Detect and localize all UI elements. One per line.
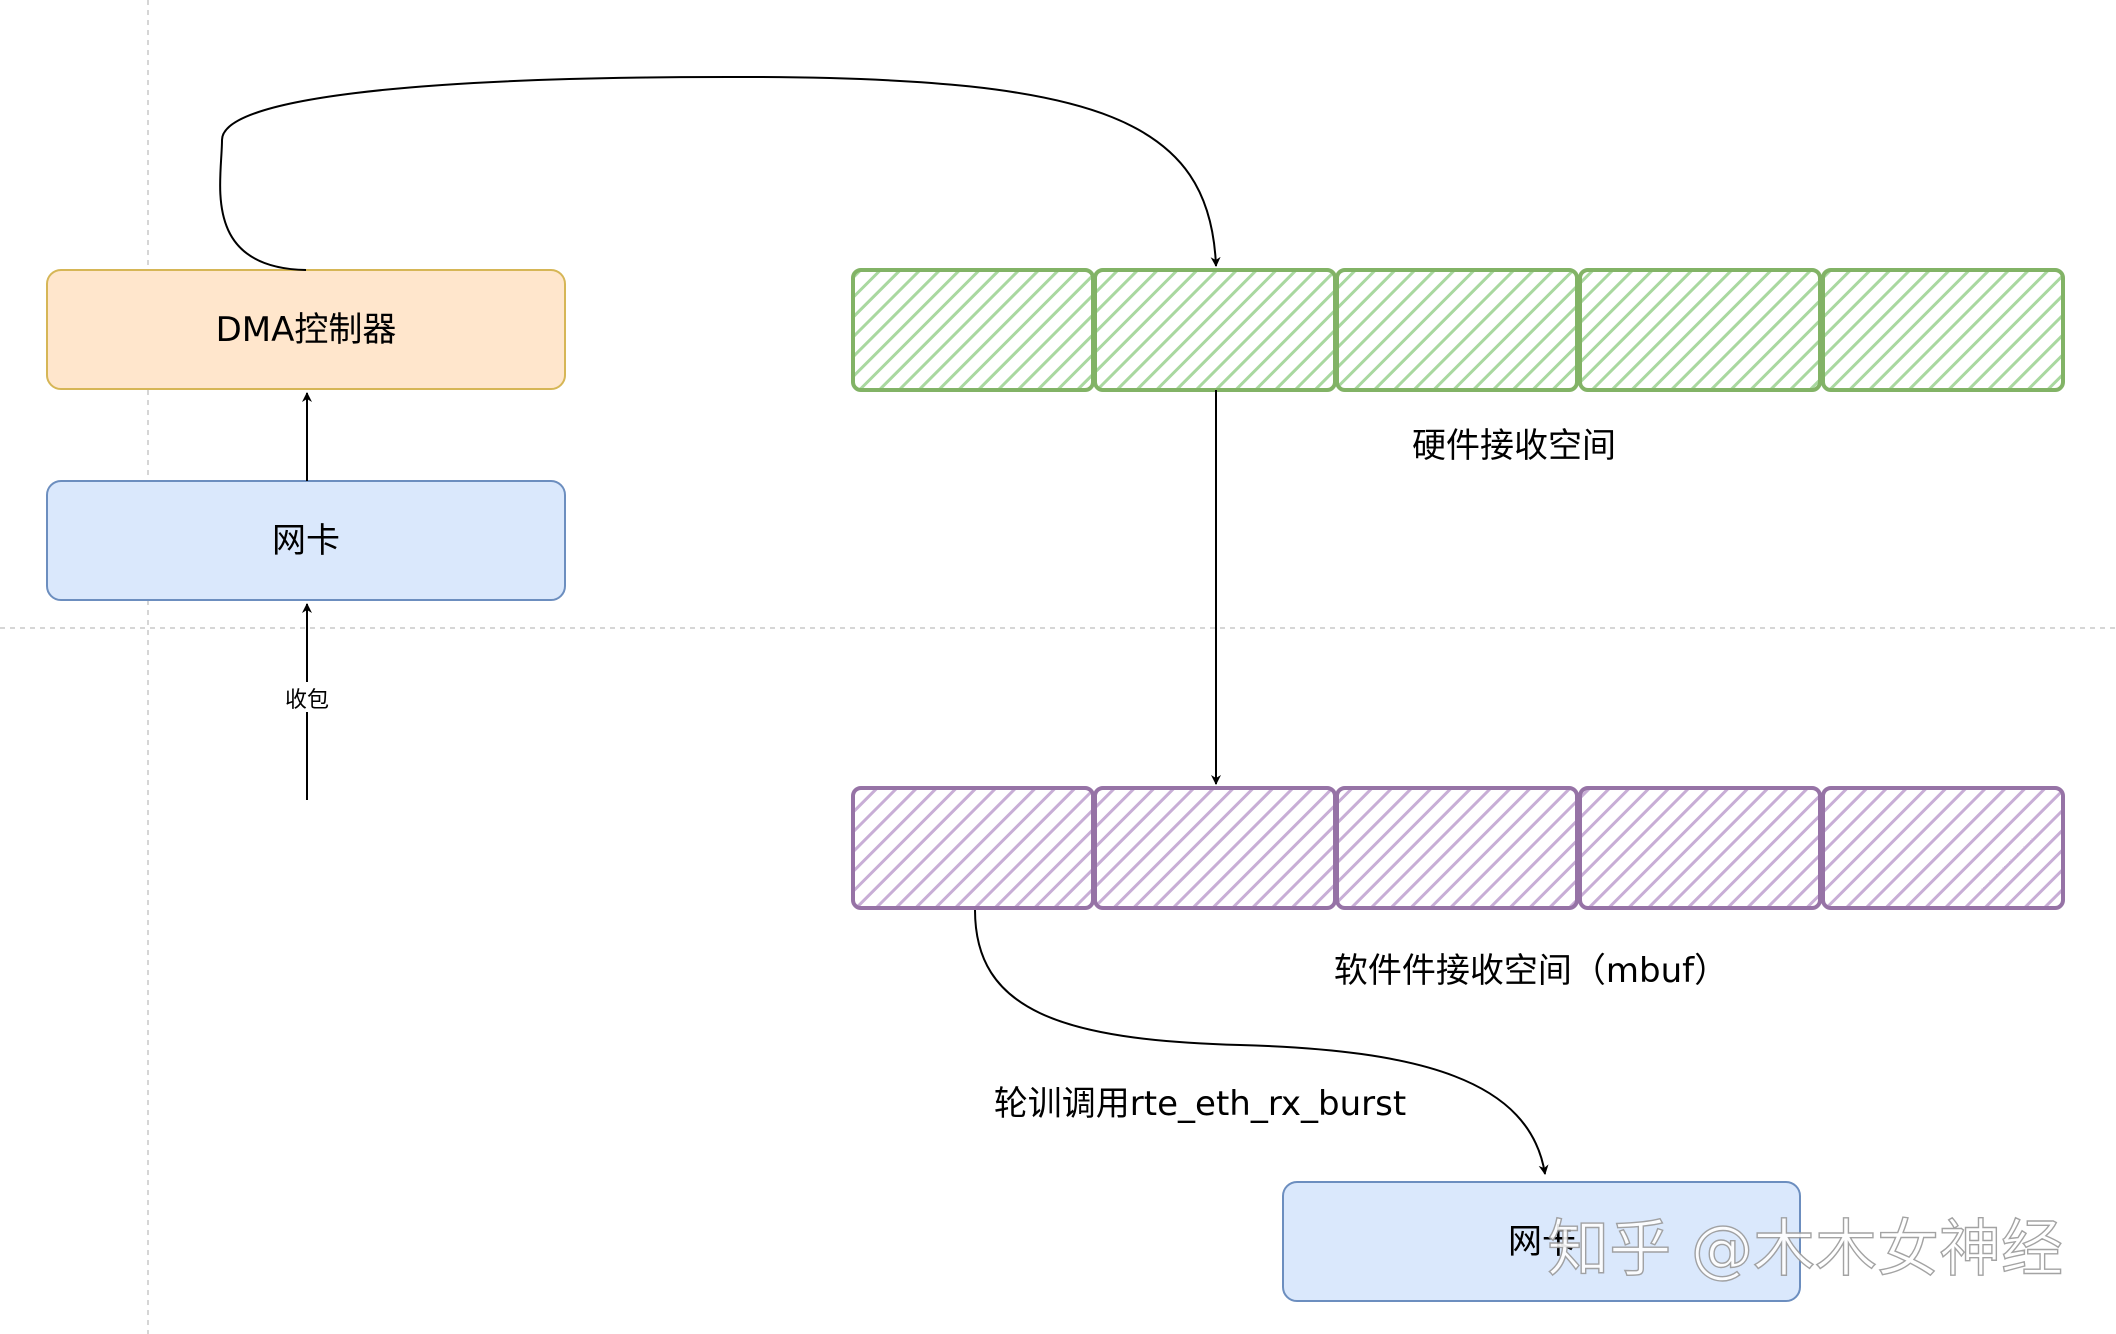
software-receive-buffer bbox=[851, 786, 2065, 910]
software-buffer-label: 软件件接收空间（mbuf） bbox=[1334, 951, 1728, 991]
receive-packet-label-bg bbox=[280, 682, 334, 712]
hardware-buffer-cell-3 bbox=[1335, 268, 1579, 392]
software-buffer-cell-2 bbox=[1093, 786, 1337, 910]
poll-rx-burst-arrow bbox=[974, 909, 1549, 1175]
hardware-buffer-cell-5 bbox=[1821, 268, 2065, 392]
zhihu-watermark: 知乎 @木木女神经 bbox=[1547, 1212, 2063, 1285]
poll-rx-burst-label: 轮训调用rte_eth_rx_burst bbox=[994, 1084, 1406, 1124]
software-buffer-cell-4 bbox=[1578, 786, 1822, 910]
dma-controller-label: DMA控制器 bbox=[216, 310, 397, 350]
software-buffer-cell-5 bbox=[1821, 786, 2065, 910]
nic-label-bottom: 网卡 bbox=[1508, 1222, 1576, 1262]
nic-box-bottom[interactable] bbox=[1282, 1181, 1801, 1302]
receive-packet-label: 收包 bbox=[285, 688, 329, 713]
software-buffer-cell-1 bbox=[851, 786, 1095, 910]
hardware-buffer-cell-4 bbox=[1578, 268, 1822, 392]
nic-label-top: 网卡 bbox=[272, 521, 340, 561]
hardware-buffer-cell-1 bbox=[851, 268, 1095, 392]
hardware-receive-buffer bbox=[851, 268, 2065, 392]
hardware-buffer-cell-2 bbox=[1093, 268, 1337, 392]
software-buffer-cell-3 bbox=[1335, 786, 1579, 910]
hardware-buffer-label: 硬件接收空间 bbox=[1412, 426, 1616, 466]
dma-to-hardware-buffer-arrow bbox=[219, 75, 1221, 271]
